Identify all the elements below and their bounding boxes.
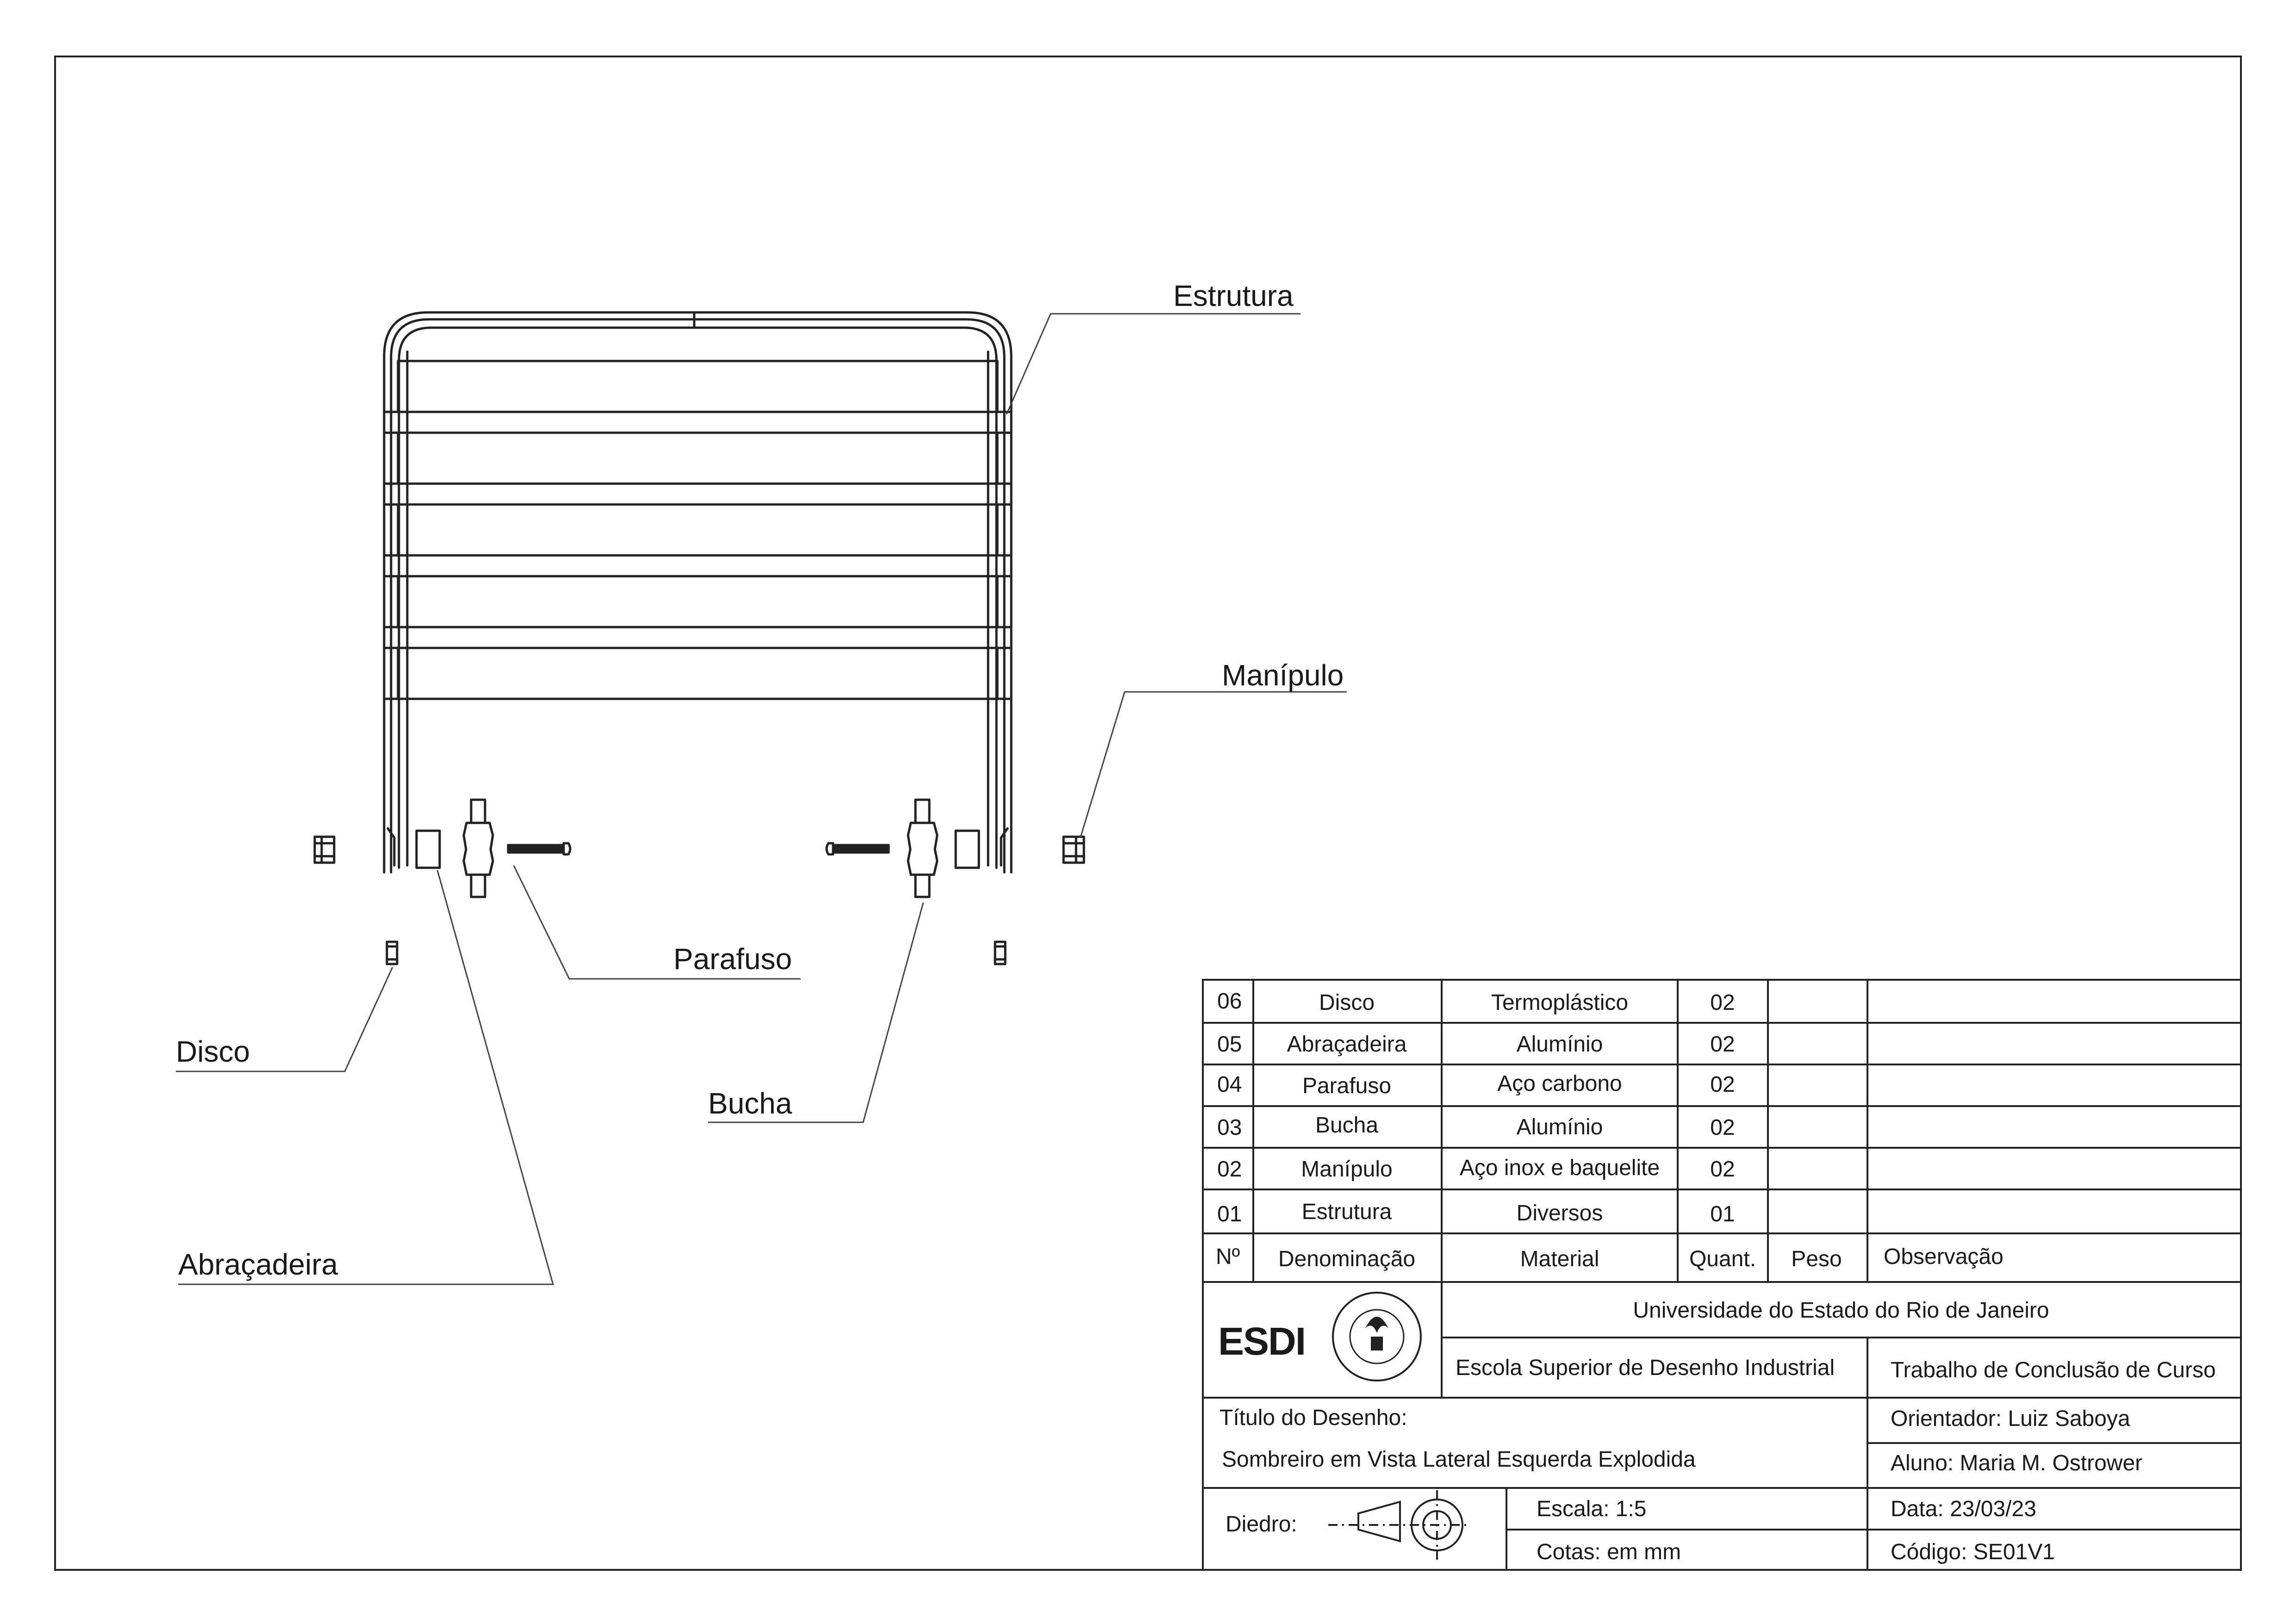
row-quant: 02 [1710,1157,1735,1182]
title-label: Título do Desenho: [1220,1406,1407,1430]
abracadeira-right [954,829,980,869]
uerj-seal-icon [1332,1292,1422,1381]
units: Cotas: em mm [1537,1540,1681,1564]
first-angle-projection-icon [1328,1490,1469,1560]
university-name: Universidade do Estado do Rio de Janeiro [1633,1298,2049,1323]
disco-left [386,940,398,965]
header-observacao: Observação [1884,1244,2004,1269]
course-name: Trabalho de Conclusão de Curso [1891,1358,2216,1382]
header-denominacao: Denominação [1278,1247,1416,1271]
row-material: Alumínio [1516,1032,1603,1057]
sheet-border [54,56,2242,1571]
scale: Escala: 1:5 [1537,1497,1647,1521]
callout-manipulo: Manípulo [1222,659,1344,692]
student: Aluno: Maria M. Ostrower [1891,1451,2143,1475]
school-name: Escola Superior de Desenho Industrial [1456,1356,1835,1380]
callout-parafuso: Parafuso [673,942,792,976]
leader-lines [176,313,1347,1285]
header-number: Nº [1216,1244,1240,1269]
row-quant: 02 [1710,990,1735,1015]
row-material: Alumínio [1516,1115,1603,1139]
row-quant: 02 [1710,1115,1735,1140]
row-quant: 02 [1710,1072,1735,1097]
row-number: 03 [1217,1115,1242,1140]
row-number: 02 [1217,1157,1242,1182]
row-material: Termoplástico [1491,990,1629,1015]
manipulo-left [313,835,336,864]
row-denominacao: Abraçadeira [1287,1032,1407,1057]
callout-bucha: Bucha [708,1087,792,1120]
date: Data: 23/03/23 [1891,1497,2036,1521]
row-denominacao: Bucha [1315,1113,1379,1138]
row-quant: 02 [1710,1032,1735,1057]
row-denominacao: Parafuso [1302,1074,1392,1098]
bucha-right [907,798,939,898]
row-material: Aço carbono [1497,1071,1622,1096]
dihedral-label: Diedro: [1226,1512,1297,1537]
row-quant: 01 [1710,1202,1735,1226]
callout-disco: Disco [176,1035,250,1068]
estrutura-frame [383,311,1013,874]
row-denominacao: Disco [1319,990,1375,1015]
row-number: 04 [1217,1072,1242,1097]
drawing-code: Código: SE01V1 [1891,1540,2055,1564]
row-material: Aço inox e baquelite [1459,1156,1660,1180]
row-number: 05 [1217,1032,1242,1057]
manipulo-right [1062,835,1085,864]
parafuso-left [507,842,572,856]
callout-abracadeira: Abraçadeira [178,1248,338,1281]
row-number: 06 [1217,989,1242,1014]
callout-estrutura: Estrutura [1173,279,1294,312]
esdi-logo: ESDI [1218,1319,1306,1363]
row-denominacao: Manípulo [1301,1157,1393,1182]
row-material: Diversos [1516,1201,1603,1226]
parafuso-right [825,842,890,856]
row-denominacao: Estrutura [1301,1200,1392,1224]
title-block-grid [1202,979,2242,1571]
disco-right [994,940,1007,965]
header-material: Material [1520,1247,1599,1271]
advisor: Orientador: Luiz Saboya [1891,1406,2130,1431]
header-peso: Peso [1791,1247,1842,1271]
abracadeira-left [415,829,441,869]
bucha-left [462,798,494,898]
row-number: 01 [1217,1202,1242,1226]
title-value: Sombreiro em Vista Lateral Esquerda Expl… [1222,1447,1696,1472]
header-quant: Quant. [1689,1247,1756,1271]
